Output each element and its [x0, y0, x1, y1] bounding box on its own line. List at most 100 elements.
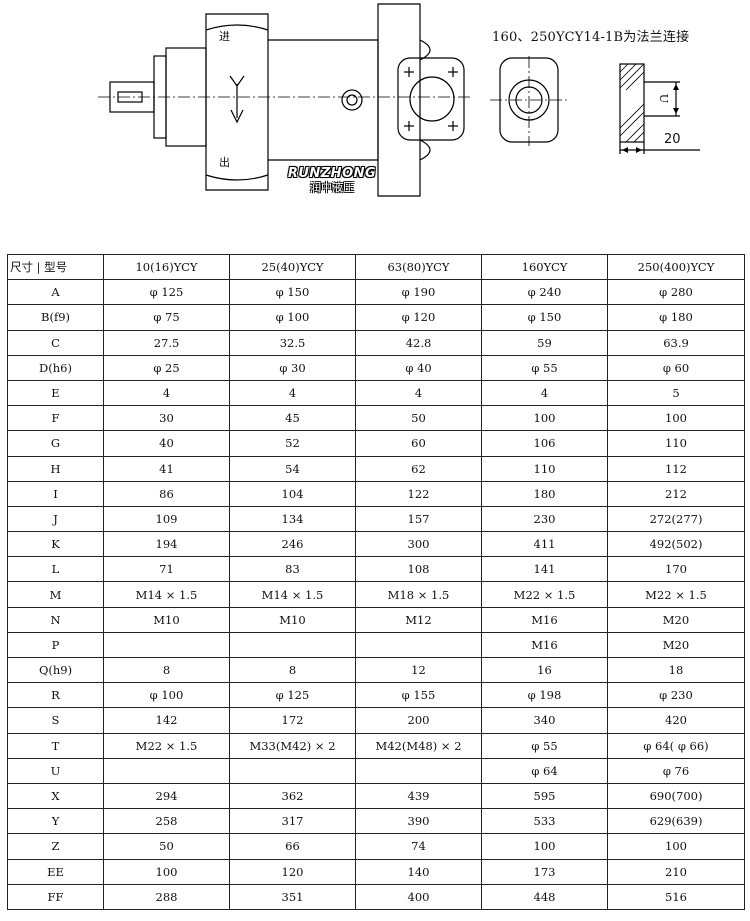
table-cell: 134: [229, 505, 356, 533]
table-cell: M16: [481, 606, 608, 633]
section-view: [619, 63, 645, 143]
table-cell: 180: [481, 480, 608, 507]
row-label: B(f9): [7, 304, 104, 331]
table-cell: 54: [229, 455, 356, 482]
table-cell: 212: [607, 480, 745, 507]
row-label: A: [7, 279, 104, 306]
table-cell: 40: [103, 430, 230, 457]
table-cell: 59: [481, 329, 608, 356]
dimension-table: 尺寸 | 型号 10(16)YCY 25(40)YCY 63(80)YCY 16…: [7, 253, 745, 910]
column-header: 10(16)YCY: [103, 253, 230, 281]
body-curve-top: [205, 24, 269, 31]
table-cell: φ 155: [355, 682, 482, 709]
row-label: EE: [7, 858, 104, 885]
row-label: N: [7, 606, 104, 633]
table-cell: φ 198: [481, 682, 608, 709]
table-cell: 27.5: [103, 329, 230, 356]
brand-name-cn: 润中液压: [310, 181, 354, 194]
table-cell: M22 × 1.5: [607, 581, 745, 608]
table-cell: φ 55: [481, 732, 608, 759]
table-cell: 140: [355, 858, 482, 885]
table-cell: [355, 631, 482, 659]
table-cell: 45: [229, 405, 356, 432]
table-cell: 100: [607, 405, 745, 432]
brand-logo: RUNZHONG 润中液压: [282, 166, 382, 195]
row-label: D(h6): [7, 354, 104, 381]
table-cell: [229, 631, 356, 659]
table-cell: 16: [481, 656, 608, 684]
table-cell: 12: [355, 656, 482, 684]
table-cell: 516: [607, 883, 745, 910]
row-label: G: [7, 430, 104, 457]
table-cell: 109: [103, 505, 230, 533]
table-cell: 272(277): [607, 505, 745, 533]
table-cell: 41: [103, 455, 230, 482]
table-cell: 4: [229, 379, 356, 407]
table-cell: 86: [103, 480, 230, 507]
table-cell: 110: [481, 455, 608, 482]
table-cell: φ 120: [355, 304, 482, 331]
row-label: C: [7, 329, 104, 356]
table-cell: M22 × 1.5: [103, 732, 230, 759]
pump-drawing: 进 出 U 20 160、250YCY14-1B为法兰连接 RUNZHONG 润…: [0, 0, 750, 240]
row-label: R: [7, 682, 104, 709]
pump-body: [205, 13, 269, 191]
table-cell: [355, 757, 482, 784]
table-cell: 18: [607, 656, 745, 684]
table-cell: 340: [481, 707, 608, 734]
table-cell: 317: [229, 808, 356, 835]
table-cell: φ 125: [103, 279, 230, 306]
table-cell: φ 76: [607, 757, 745, 784]
table-cell: M20: [607, 631, 745, 659]
table-cell: φ 60: [607, 354, 745, 381]
table-cell: 492(502): [607, 531, 745, 558]
row-label: L: [7, 556, 104, 583]
table-cell: 533: [481, 808, 608, 835]
table-cell: 120: [229, 858, 356, 885]
table-cell: 83: [229, 556, 356, 583]
table-cell: 62: [355, 455, 482, 482]
table-cell: M14 × 1.5: [229, 581, 356, 608]
brand-name-en: RUNZHONG: [287, 166, 377, 181]
table-cell: φ 100: [103, 682, 230, 709]
table-cell: M18 × 1.5: [355, 581, 482, 608]
table-cell: 194: [103, 531, 230, 558]
table-cell: 390: [355, 808, 482, 835]
row-label: P: [7, 631, 104, 659]
table-cell: 112: [607, 455, 745, 482]
table-cell: 170: [607, 556, 745, 583]
table-cell: φ 180: [607, 304, 745, 331]
row-label: X: [7, 782, 104, 810]
table-cell: 5: [607, 379, 745, 407]
outlet-label: 出: [219, 156, 230, 169]
table-cell: 230: [481, 505, 608, 533]
table-cell: 411: [481, 531, 608, 558]
row-label: H: [7, 455, 104, 482]
table-cell: [103, 631, 230, 659]
table-cell: φ 280: [607, 279, 745, 306]
table-cell: 4: [355, 379, 482, 407]
table-cell: 104: [229, 480, 356, 507]
table-cell: 110: [607, 430, 745, 457]
row-label: F: [7, 405, 104, 432]
row-label: Z: [7, 833, 104, 860]
table-cell: φ 75: [103, 304, 230, 331]
column-header: 25(40)YCY: [229, 253, 356, 281]
table-cell: 420: [607, 707, 745, 734]
table-cell: φ 190: [355, 279, 482, 306]
table-cell: 300: [355, 531, 482, 558]
table-cell: φ 64: [481, 757, 608, 784]
